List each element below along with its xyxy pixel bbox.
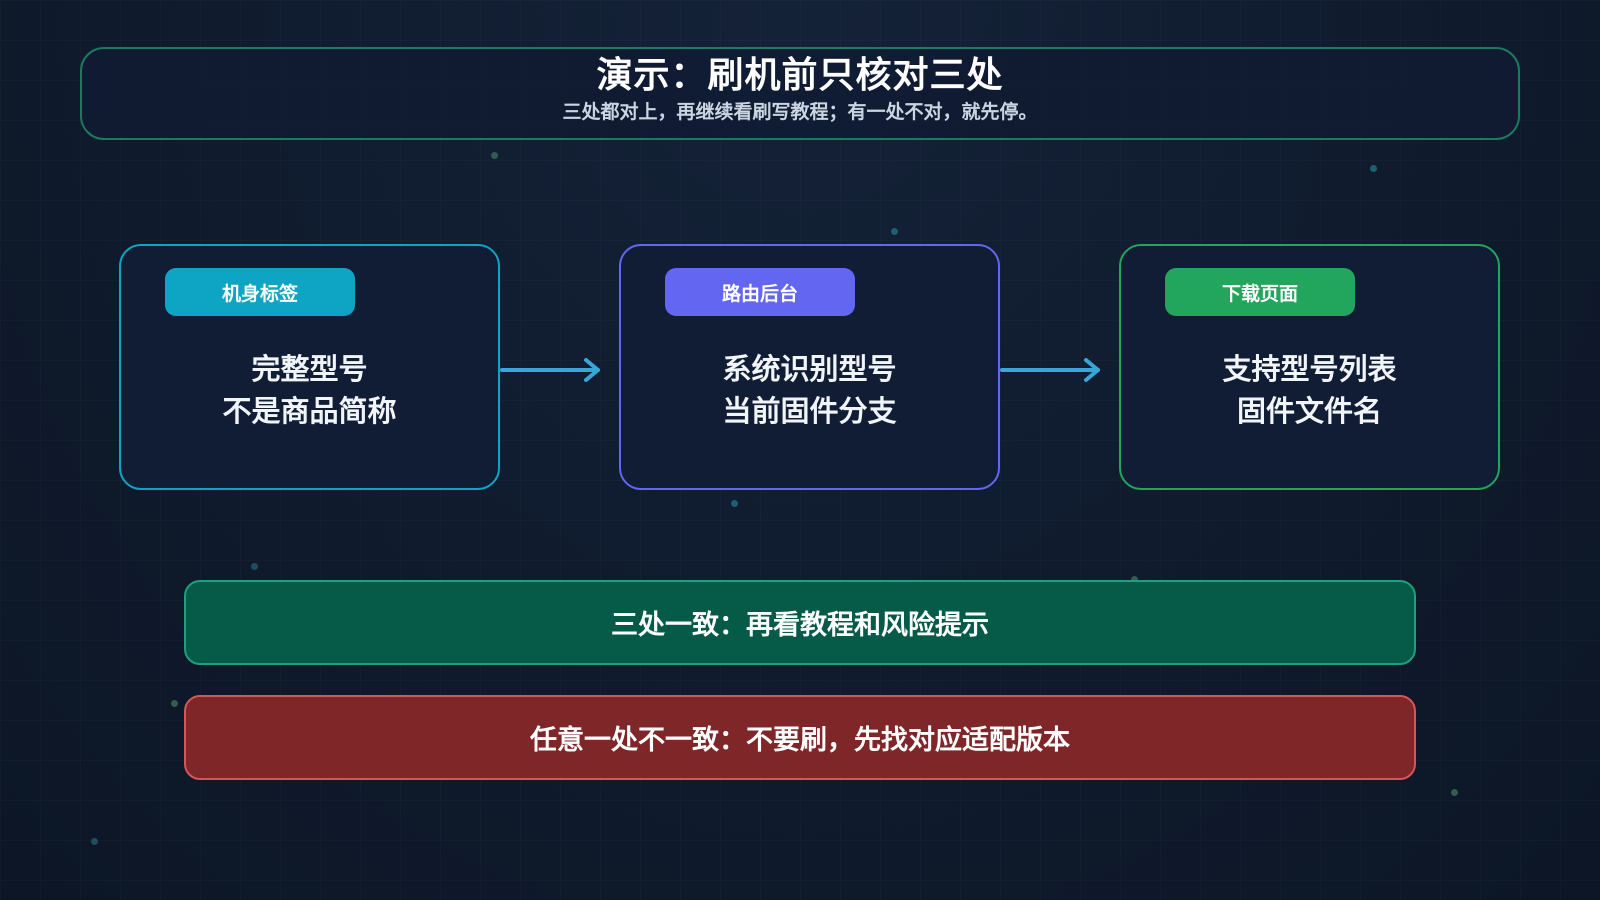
step-line: 系统识别型号 bbox=[722, 352, 897, 386]
decor-dot bbox=[491, 152, 498, 159]
step-line: 当前固件分支 bbox=[722, 394, 897, 428]
result-match-text: 三处一致：再看教程和风险提示 bbox=[611, 610, 989, 641]
decor-dot bbox=[1131, 576, 1138, 583]
decor-dot bbox=[1451, 789, 1458, 796]
result-mismatch-text: 任意一处不一致：不要刷，先找对应适配版本 bbox=[530, 725, 1070, 756]
step-tag: 下载页面 bbox=[1165, 268, 1355, 316]
result-match-banner: 三处一致：再看教程和风险提示 bbox=[184, 580, 1416, 665]
page-subtitle: 三处都对上，再继续看刷写教程；有一处不对，就先停。 bbox=[562, 101, 1038, 123]
step-tag: 机身标签 bbox=[165, 268, 355, 316]
step-card-router-admin: 路由后台 系统识别型号 当前固件分支 bbox=[619, 244, 1000, 490]
decor-dot bbox=[251, 563, 258, 570]
step-card-download-page: 下载页面 支持型号列表 固件文件名 bbox=[1119, 244, 1500, 490]
header-panel: 演示：刷机前只核对三处 三处都对上，再继续看刷写教程；有一处不对，就先停。 bbox=[80, 47, 1520, 140]
step-line: 不是商品简称 bbox=[222, 394, 397, 428]
page-title: 演示：刷机前只核对三处 bbox=[596, 55, 1004, 96]
step-tag: 路由后台 bbox=[665, 268, 855, 316]
step-line: 完整型号 bbox=[251, 352, 368, 386]
result-mismatch-banner: 任意一处不一致：不要刷，先找对应适配版本 bbox=[184, 695, 1416, 780]
decor-dot bbox=[731, 500, 738, 507]
arrow-right-icon bbox=[1000, 358, 1100, 382]
step-card-body: 完整型号 不是商品简称 bbox=[121, 348, 498, 432]
decor-dot bbox=[891, 228, 898, 235]
step-card-body: 系统识别型号 当前固件分支 bbox=[621, 348, 998, 432]
decor-dot bbox=[91, 838, 98, 845]
step-line: 支持型号列表 bbox=[1222, 352, 1397, 386]
step-card-body: 支持型号列表 固件文件名 bbox=[1121, 348, 1498, 432]
decor-dot bbox=[1370, 165, 1377, 172]
decor-dot bbox=[171, 700, 178, 707]
step-line: 固件文件名 bbox=[1236, 394, 1382, 428]
arrow-right-icon bbox=[500, 358, 600, 382]
step-card-device-label: 机身标签 完整型号 不是商品简称 bbox=[119, 244, 500, 490]
